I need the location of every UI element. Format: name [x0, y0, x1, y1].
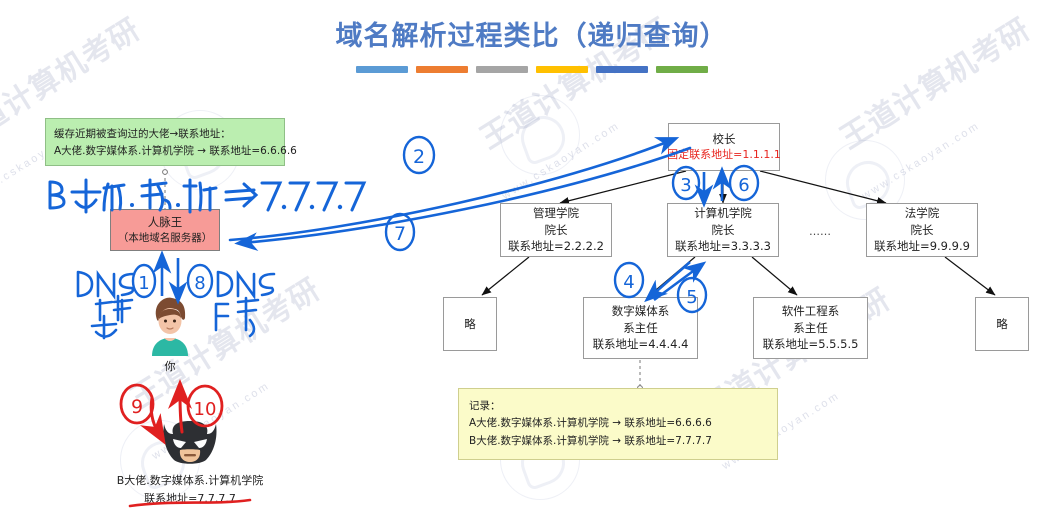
step1-circle	[131, 263, 157, 299]
college-box-computer: 计算机学院 院长 联系地址=3.3.3.3	[667, 203, 779, 257]
user-caption: 你	[164, 360, 176, 373]
local-dns-title: 人脉王	[147, 215, 183, 230]
page-title: 域名解析过程类比（递归查询）	[335, 21, 728, 52]
department-name: 略	[996, 316, 1008, 331]
bar-blue-dark	[595, 66, 648, 73]
colleges-ellipsis: ……	[809, 225, 831, 238]
college-address: 联系地址=2.2.2.2	[508, 239, 604, 254]
bar-green	[655, 66, 708, 73]
college-role: 院长	[544, 222, 568, 237]
step1-label: 1	[138, 273, 149, 294]
record-line-1: 记录：	[469, 400, 501, 413]
department-role: 系主任	[793, 320, 828, 335]
college-box-management: 管理学院 院长 联系地址=2.2.2.2	[500, 203, 612, 257]
bar-gray	[475, 66, 528, 73]
step10-arrow	[168, 379, 193, 434]
dns-response-label	[214, 270, 276, 338]
college-address: 联系地址=3.3.3.3	[675, 239, 771, 254]
department-name: 略	[464, 316, 476, 331]
step4-circle	[613, 261, 645, 299]
college-role: 院长	[910, 222, 934, 237]
step7-circle	[384, 212, 416, 252]
record-box: 记录： A大佬.数字媒体系.计算机学院 → 联系地址=6.6.6.6 B大佬.数…	[458, 388, 778, 460]
cache-line-1: 缓存近期被查询过的大佬→联系地址：	[54, 128, 231, 140]
department-address: 联系地址=4.4.4.4	[592, 337, 689, 352]
department-box-software-engineering: 软件工程系 系主任 联系地址=5.5.5.5	[753, 297, 868, 359]
step5-circle	[676, 276, 708, 314]
department-box-omitted-right: 略	[975, 297, 1029, 351]
college-role: 院长	[711, 222, 735, 237]
department-address: 联系地址=5.5.5.5	[762, 337, 859, 352]
college-name: 计算机学院	[694, 205, 752, 220]
target-host-underline	[128, 498, 252, 508]
department-role: 系主任	[623, 320, 658, 335]
step8-circle	[186, 263, 214, 299]
step9-circle	[119, 383, 155, 425]
college-box-law: 法学院 院长 联系地址=9.9.9.9	[866, 203, 978, 257]
step10-circle	[186, 384, 224, 428]
step4-label: 4	[623, 272, 634, 293]
department-name: 数字媒体系	[611, 303, 670, 318]
dns-request-label	[76, 270, 136, 340]
root-title: 校长	[712, 131, 736, 146]
target-host-avatar	[160, 418, 220, 466]
step2-label: 2	[413, 146, 425, 168]
bar-blue-light	[355, 66, 408, 73]
step7-arrow	[234, 146, 692, 251]
step9-label: 9	[131, 396, 143, 418]
step5-label: 5	[686, 287, 697, 308]
college-name: 法学院	[904, 205, 940, 220]
college-address: 联系地址=9.9.9.9	[874, 239, 970, 254]
user-avatar	[146, 294, 194, 356]
step2-arrow	[228, 137, 680, 242]
bar-yellow	[535, 66, 588, 73]
department-name: 软件工程系	[781, 303, 840, 318]
step10-label: 10	[194, 399, 217, 420]
step3-label: 3	[680, 175, 691, 196]
department-box-omitted-left: 略	[443, 297, 497, 351]
step8-label: 8	[194, 273, 205, 294]
dns-cache-box: 缓存近期被查询过的大佬→联系地址： A大佬.数字媒体系.计算机学院 → 联系地址…	[45, 118, 297, 166]
cache-line-2: A大佬.数字媒体系.计算机学院 → 联系地址=6.6.6.6	[54, 144, 297, 157]
step3-circle	[671, 165, 701, 201]
record-line-2: A大佬.数字媒体系.计算机学院 → 联系地址=6.6.6.6	[469, 417, 712, 430]
record-line-3: B大佬.数字媒体系.计算机学院 → 联系地址=7.7.7.7	[469, 434, 712, 447]
college-name: 管理学院	[533, 205, 579, 220]
step6-label: 6	[738, 175, 749, 196]
local-dns-server-box: 人脉王 （本地域名服务器）	[110, 209, 220, 251]
bar-orange	[415, 66, 468, 73]
department-box-digital-media: 数字媒体系 系主任 联系地址=4.4.4.4	[583, 297, 698, 359]
local-dns-subtitle: （本地域名服务器）	[117, 231, 213, 244]
target-host-line-1: B大佬.数字媒体系.计算机学院	[116, 474, 264, 487]
step5-arrow	[653, 261, 707, 302]
handwritten-cache-note	[48, 178, 366, 214]
root-address: =1.1.1.1	[733, 148, 781, 162]
step2-circle	[402, 135, 436, 175]
step6-circle	[728, 164, 760, 202]
step7-label: 7	[394, 223, 406, 245]
title-accent-bars	[0, 66, 1063, 73]
